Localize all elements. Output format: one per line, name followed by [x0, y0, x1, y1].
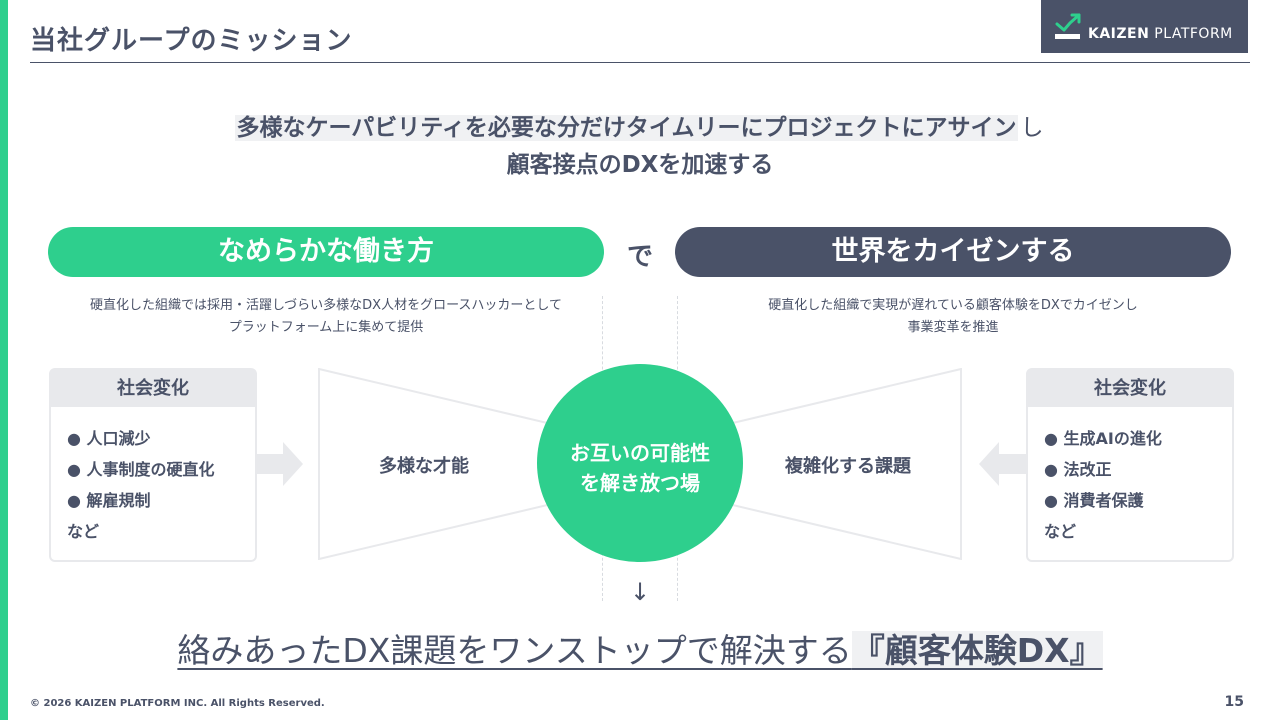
page-number: 15 [1224, 694, 1244, 710]
page-title: 当社グループのミッション [30, 26, 353, 56]
kaizen-world-pill: 世界をカイゼンする [675, 227, 1231, 277]
social-change-box-right: 社会変化 ● 生成AIの進化 ● 法改正 ● 消費者保護 など [1026, 368, 1234, 562]
mission-statement-line2: 顧客接点のDXを加速する [506, 152, 774, 178]
diverse-talent-label: 多様な才能 [379, 456, 469, 477]
list-item: ● 消費者保護 [1044, 491, 1144, 510]
logo-wordmark: KAIZEN PLATFORM [1088, 26, 1233, 42]
connector-text: で [626, 242, 653, 272]
social-change-box-left: 社会変化 ● 人口減少 ● 人事制度の硬直化 ● 解雇規制 など [49, 368, 257, 562]
right-arrow-icon [255, 442, 303, 486]
center-circle: お互いの可能性 を解き放つ場 [537, 364, 743, 562]
list-item: など [67, 522, 100, 541]
title-divider [30, 62, 1250, 63]
list-item: ● 人事制度の硬直化 [67, 460, 215, 479]
down-arrow-icon: ↓ [630, 578, 651, 606]
smooth-work-style-pill: なめらかな働き方 [48, 227, 604, 277]
circle-text-line1: お互いの可能性 [570, 441, 710, 465]
mission-statement-line1: 多様なケーパビリティを必要な分だけタイムリーにプロジェクトにアサインし [234, 115, 1044, 141]
kaizen-platform-logo: KAIZEN PLATFORM [1041, 0, 1248, 53]
box-heading: 社会変化 [51, 370, 255, 407]
growth-chart-icon [1055, 13, 1081, 39]
list-item: ● 人口減少 [67, 429, 151, 448]
list-item: ● 生成AIの進化 [1044, 429, 1162, 448]
left-description: 硬直化した組織では採用・活躍しづらい多様なDX人材をグロースハッカーとして プラ… [89, 298, 563, 335]
box-heading: 社会変化 [1028, 370, 1232, 407]
list-item: ● 解雇規制 [67, 491, 151, 510]
copyright-footer: © 2026 KAIZEN PLATFORM INC. All Rights R… [30, 698, 325, 709]
circle-text-line2: を解き放つ場 [580, 471, 700, 495]
conclusion-statement: 絡みあったDX課題をワンストップで解決する『顧客体験DX』 [177, 631, 1103, 670]
right-description: 硬直化した組織で実現が遅れている顧客体験をDXでカイゼンし 事業変革を推進 [768, 298, 1138, 335]
list-item: ● 法改正 [1044, 460, 1112, 479]
accent-sidebar-bar [0, 0, 8, 720]
left-arrow-icon [979, 442, 1027, 486]
complex-issues-label: 複雑化する課題 [785, 456, 911, 477]
list-item: など [1044, 522, 1077, 541]
